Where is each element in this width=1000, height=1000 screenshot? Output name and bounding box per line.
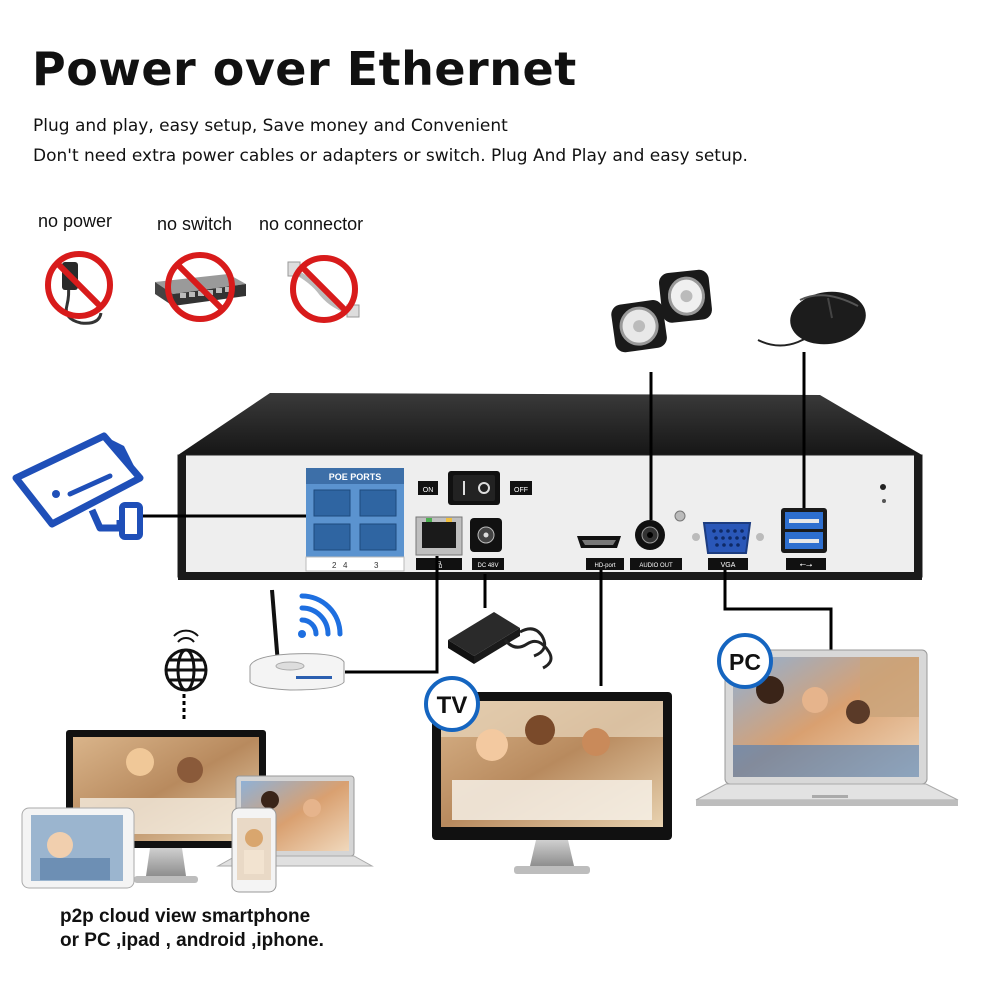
dc-label: DC 48V [477,563,498,569]
port-number-2: 2 [332,561,337,570]
off-label: OFF [514,487,528,494]
pc-laptop [695,649,959,806]
lan-port: 品 [415,516,463,570]
no-switch-icon [155,252,246,322]
usb-symbol-icon: ⭠⭢ [800,560,813,569]
wifi-icon [298,593,343,638]
audio-out-port: AUDIO OUT [630,510,686,570]
camera-icon [12,432,144,540]
pc-badge-label: PC [729,649,761,675]
tv-badge-label: TV [437,692,468,719]
client-smartphone [231,807,277,893]
lan-port-icon: 品 [436,561,443,569]
speaker-icon [611,269,712,353]
dc-power-jack: DC 48V [470,518,504,570]
subtitle-line-1: Plug and play, easy setup, Save money an… [33,116,508,136]
no-power-label: no power [38,211,113,231]
tv-badge: TV [424,676,480,732]
connection-lines [138,352,833,722]
hdmi-port: HD-port [577,536,624,570]
router-icon [249,589,345,691]
vga-port: VGA [692,522,764,570]
tv-monitor [432,692,672,874]
no-connector-label: no connector [259,214,364,234]
reset-hole [880,484,886,490]
mouse-icon [757,291,866,347]
on-label: ON [423,487,434,494]
no-power-icon [45,251,113,325]
no-switch-label: no switch [157,214,233,234]
power-adapter-icon [448,612,553,670]
vga-label: VGA [721,562,736,569]
port-number-4: 4 [343,561,348,570]
caption-line-2: or PC ,ipad , android ,iphone. [60,930,324,951]
globe-icon [164,629,208,692]
no-connector-icon [287,255,360,323]
port-number-3: 3 [374,561,379,570]
page-title: Power over Ethernet [32,42,577,96]
hd-port-label: HD-port [594,563,615,569]
pc-badge: PC [717,633,773,689]
usb-ports: ⭠⭢ [781,508,827,570]
poe-ports-label: POE PORTS [329,472,382,482]
power-switch: ON OFF [418,471,532,505]
subtitle-line-2: Don't need extra power cables or adapter… [33,146,748,166]
client-tablet [21,807,135,889]
audio-out-label: AUDIO OUT [639,563,673,569]
caption-line-1: p2p cloud view smartphone [60,906,311,927]
poe-port-block: POE PORTS 2 4 3 [305,468,405,572]
